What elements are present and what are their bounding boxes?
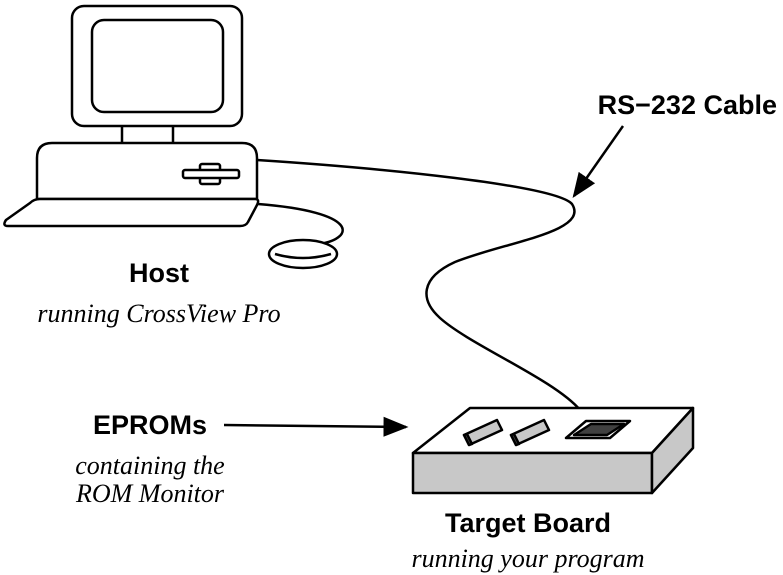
rs232-cable: [256, 158, 581, 411]
board-side: [650, 406, 695, 495]
mouse-cord: [257, 202, 344, 246]
eprom-chip-1: [462, 418, 504, 447]
eproms-subtitle-line1: containing the: [75, 451, 224, 480]
eproms-subtitle-line2: ROM Monitor: [75, 479, 225, 508]
target-board: [411, 406, 695, 495]
keyboard: [3, 197, 260, 228]
monitor-screen: [90, 18, 225, 114]
mouse: [267, 238, 339, 270]
board-front: [411, 451, 654, 495]
board-top: [411, 406, 695, 455]
cable-label: RS−232 Cable: [598, 90, 777, 120]
eproms-title: EPROMs: [93, 410, 207, 440]
target-subtitle: running your program: [411, 544, 644, 573]
cable-label-arrow: [572, 125, 625, 199]
processor-chip: [564, 419, 632, 440]
eprom-chip-2: [509, 418, 551, 447]
host-subtitle: running CrossView Pro: [37, 299, 280, 328]
host-title: Host: [129, 258, 189, 288]
host-computer: [3, 4, 344, 270]
target-title: Target Board: [445, 508, 611, 538]
eproms-label-arrow: [223, 416, 409, 437]
floppy-drive-icon: [181, 162, 241, 186]
